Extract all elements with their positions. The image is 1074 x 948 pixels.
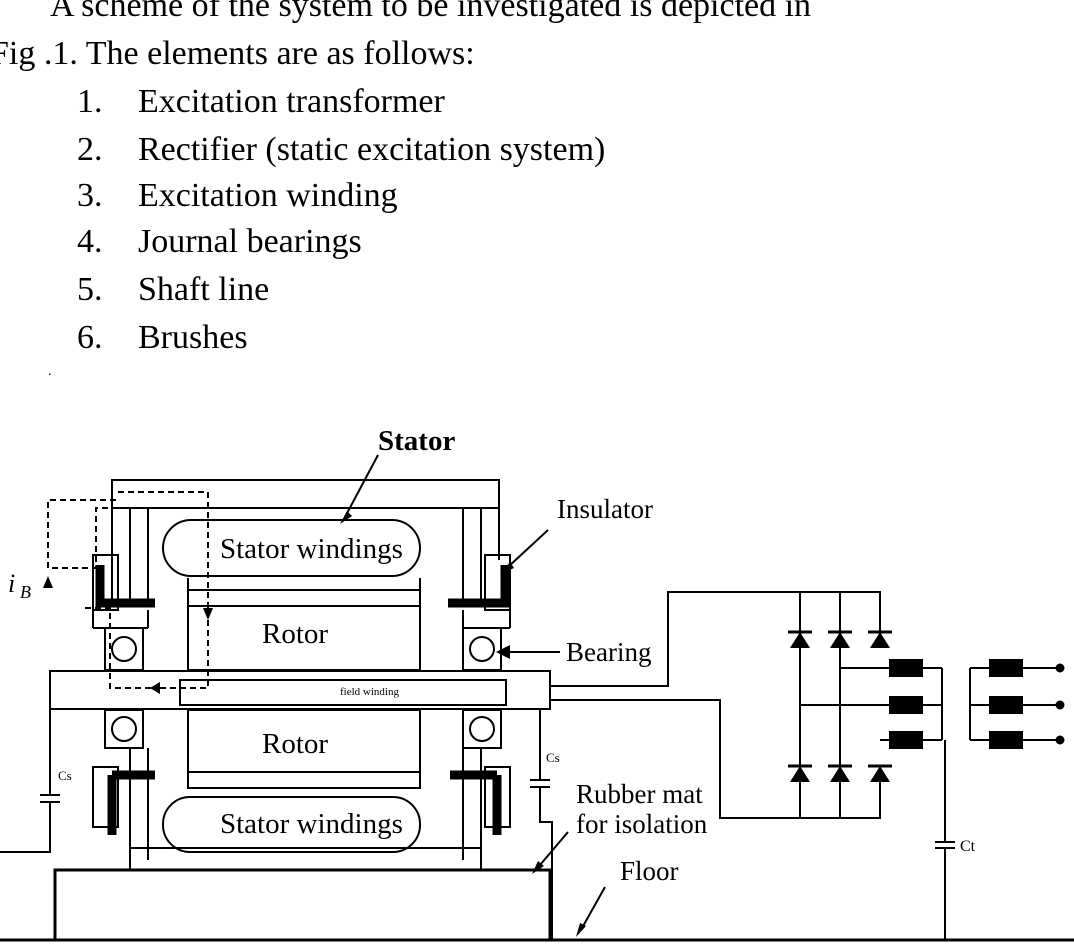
stator-winding-top — [162, 519, 421, 577]
rubber-mat-label-line-2: for isolation — [576, 809, 708, 839]
rectifier-bridge — [788, 630, 892, 782]
list-item-number: 5. — [77, 271, 103, 308]
current-symbol: i — [8, 569, 15, 598]
stator-frame-top — [111, 479, 500, 605]
insulator-top-right — [448, 554, 511, 629]
current-path — [47, 491, 209, 689]
bearing-top-right — [462, 627, 502, 671]
bearing-bottom-right — [462, 709, 502, 749]
bearing-label: Bearing — [566, 637, 651, 667]
bearing-bottom-left — [104, 709, 144, 749]
insulator-top-left — [92, 554, 155, 629]
list-item-number: 1. — [77, 83, 103, 120]
capacitor-cs-left — [0, 709, 60, 853]
stator-winding-bottom — [162, 796, 421, 853]
list-item-text: Brushes — [138, 319, 248, 356]
rotor-top-label: Rotor — [262, 618, 328, 650]
stray-mark: . — [48, 364, 52, 379]
current-subscript: B — [20, 582, 31, 602]
list-item-number: 3. — [77, 177, 103, 214]
shaft-line — [49, 670, 551, 710]
cs-right-label: Cs — [546, 750, 560, 765]
ct-label: Ct — [960, 838, 976, 855]
stator-windings-bottom-label: Stator windings — [220, 808, 403, 840]
list-item-text: Rectifier (static excitation system) — [138, 131, 606, 168]
insulator-label: Insulator — [557, 494, 653, 524]
generator-scheme-diagram: Stator Insulator Stator windings Rotor B… — [0, 425, 1074, 942]
intro-line-2: Fig .1. The elements are as follows: — [0, 35, 475, 72]
field-winding-box — [179, 679, 507, 706]
list-item-number: 2. — [77, 131, 103, 168]
list-item-number: 6. — [77, 319, 103, 356]
floor-label: Floor — [620, 856, 679, 886]
rubber-mat — [53, 868, 552, 942]
list-item-text: Excitation winding — [138, 177, 398, 214]
stator-windings-top-label: Stator windings — [220, 533, 403, 565]
capacitor-ct — [935, 740, 955, 940]
rotor-bottom-label: Rotor — [262, 728, 328, 760]
list-item-text: Excitation transformer — [138, 83, 445, 120]
list-item-text: Shaft line — [138, 271, 270, 308]
intro-text: A scheme of the system to be investigate… — [0, 0, 1074, 380]
stator-label: Stator — [378, 425, 455, 457]
intro-line-1: A scheme of the system to be investigate… — [50, 0, 812, 24]
capacitor-cs-right — [530, 709, 553, 940]
rubber-mat-label-line-1: Rubber mat — [576, 779, 703, 809]
list-item-number: 4. — [77, 223, 103, 260]
cs-left-label: Cs — [58, 768, 72, 783]
list-item-text: Journal bearings — [138, 223, 362, 260]
field-winding-label: field winding — [340, 686, 399, 698]
excitation-transformer — [889, 659, 1065, 749]
